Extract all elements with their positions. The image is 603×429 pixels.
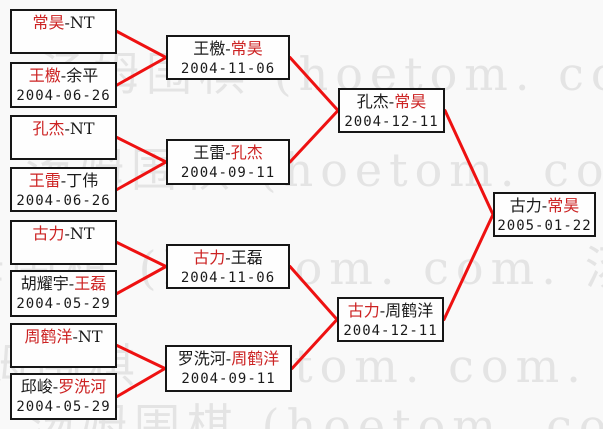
bracket-connector bbox=[288, 109, 340, 164]
player-name: 古力- bbox=[509, 196, 548, 215]
match-box-r1-1: 常昊-NT bbox=[10, 9, 117, 54]
match-date: 2004-11-06 bbox=[180, 61, 276, 77]
player-name: 王雷- bbox=[193, 143, 231, 162]
player-name: 罗洗河- bbox=[177, 349, 232, 368]
bracket-connector bbox=[115, 30, 168, 59]
bracket-connector bbox=[115, 241, 168, 268]
winner-name: 周鹤洋 bbox=[231, 349, 280, 368]
winner-name: 周鹤洋 bbox=[24, 327, 73, 346]
match-box-final: 古力-常昊 2005-01-22 bbox=[493, 192, 596, 237]
bracket-connector bbox=[115, 265, 168, 295]
match-box-r1-3: 孔杰-NT bbox=[10, 115, 117, 160]
match-date: 2004-06-26 bbox=[16, 88, 111, 104]
winner-name: 古力 bbox=[347, 301, 380, 320]
player-name: -NT bbox=[72, 327, 103, 346]
match-players: 罗洗河-周鹤洋 bbox=[167, 349, 290, 369]
match-date: 2004-12-11 bbox=[344, 114, 439, 130]
match-box-r2-3: 古力-王磊 2004-11-06 bbox=[166, 244, 290, 289]
player-name: -周鹤洋 bbox=[379, 301, 434, 320]
match-date: 2004-12-11 bbox=[343, 323, 438, 339]
winner-name: 常昊 bbox=[394, 92, 427, 111]
match-players: 常昊-NT bbox=[12, 13, 115, 33]
match-players: 古力-周鹤洋 bbox=[339, 301, 442, 321]
player-name: -王磊 bbox=[225, 248, 263, 267]
match-box-r2-4: 罗洗河-周鹤洋 2004-09-11 bbox=[165, 345, 292, 392]
match-players: 胡耀宇-王磊 bbox=[12, 274, 115, 294]
bracket-connector bbox=[115, 344, 167, 370]
match-players: 王檄-余平 bbox=[12, 66, 115, 86]
match-box-r2-1: 王檄-常昊 2004-11-06 bbox=[166, 35, 290, 80]
winner-name: 古力 bbox=[193, 248, 226, 267]
player-name: 邱峻- bbox=[20, 377, 59, 396]
bracket-connector bbox=[115, 160, 168, 191]
match-date: 2004-05-29 bbox=[16, 399, 111, 415]
player-name: 孔杰- bbox=[356, 92, 395, 111]
match-date: 2004-11-06 bbox=[180, 270, 276, 286]
match-date: 2004-06-26 bbox=[16, 193, 111, 209]
bracket-connector bbox=[290, 318, 339, 370]
winner-name: 孔杰 bbox=[230, 143, 263, 162]
match-players: 孔杰-NT bbox=[12, 119, 115, 139]
match-box-r1-4: 王雷-丁伟 2004-06-26 bbox=[10, 167, 117, 212]
player-name: -NT bbox=[64, 224, 95, 243]
match-players: 古力-王磊 bbox=[168, 248, 288, 268]
match-players: 王檄-常昊 bbox=[168, 39, 288, 59]
winner-name: 常昊 bbox=[547, 196, 580, 215]
match-players: 周鹤洋-NT bbox=[12, 327, 115, 347]
winner-name: 罗洗河 bbox=[58, 377, 107, 396]
match-players: 邱峻-罗洗河 bbox=[12, 377, 115, 397]
bracket-connector bbox=[288, 265, 339, 321]
match-players: 王雷-孔杰 bbox=[168, 143, 288, 163]
player-name: -NT bbox=[64, 119, 95, 138]
winner-name: 王雷 bbox=[28, 171, 61, 190]
bracket-connector bbox=[115, 136, 168, 164]
match-box-r1-5: 古力-NT bbox=[10, 220, 117, 265]
bracket-connector bbox=[115, 56, 168, 87]
match-box-sf-1: 孔杰-常昊 2004-12-11 bbox=[338, 88, 445, 133]
match-date: 2004-05-29 bbox=[16, 296, 111, 312]
bracket-connector bbox=[442, 213, 495, 321]
bracket-connector bbox=[443, 109, 495, 216]
match-box-r1-8: 邱峻-罗洗河 2004-05-29 bbox=[10, 373, 117, 420]
match-date: 2005-01-22 bbox=[497, 218, 592, 234]
winner-name: 常昊 bbox=[230, 39, 263, 58]
match-date: 2004-09-11 bbox=[180, 165, 276, 181]
player-name: 胡耀宇- bbox=[20, 274, 75, 293]
match-players: 王雷-丁伟 bbox=[12, 171, 115, 191]
match-box-r1-6: 胡耀宇-王磊 2004-05-29 bbox=[10, 270, 117, 317]
winner-name: 古力 bbox=[32, 224, 65, 243]
player-name: -NT bbox=[64, 13, 95, 32]
match-players: 孔杰-常昊 bbox=[340, 92, 443, 112]
match-box-r2-2: 王雷-孔杰 2004-09-11 bbox=[166, 139, 290, 185]
bracket-connector bbox=[115, 367, 167, 398]
match-box-sf-2: 古力-周鹤洋 2004-12-11 bbox=[337, 297, 444, 342]
match-players: 古力-常昊 bbox=[495, 196, 594, 216]
player-name: -丁伟 bbox=[60, 171, 99, 190]
match-players: 古力-NT bbox=[12, 224, 115, 244]
bracket-connector bbox=[288, 56, 340, 112]
match-box-r1-2: 王檄-余平 2004-06-26 bbox=[10, 62, 117, 108]
winner-name: 王磊 bbox=[74, 274, 107, 293]
match-date: 2004-09-11 bbox=[181, 371, 276, 387]
winner-name: 王檄 bbox=[28, 66, 61, 85]
watermark-text: 汤姆围棋 (hoetom. com. 汤姆围棋 (hoetom. com. bbox=[28, 399, 603, 429]
player-name: 王檄- bbox=[193, 39, 231, 58]
match-box-r1-7: 周鹤洋-NT bbox=[10, 323, 117, 368]
winner-name: 孔杰 bbox=[32, 119, 65, 138]
winner-name: 常昊 bbox=[32, 13, 65, 32]
player-name: -余平 bbox=[60, 66, 99, 85]
